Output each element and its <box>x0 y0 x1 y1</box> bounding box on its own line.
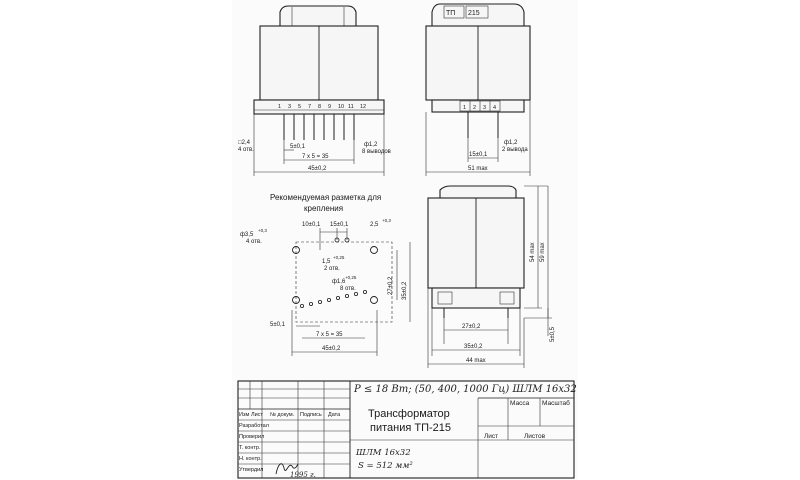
mounting-layout: Рекомендуемая разметка для крепления <box>240 193 411 356</box>
tb-col-label: Дата <box>328 412 341 418</box>
side-view: ТП 215 1 2 3 4 ф1,2 2 вывода 15±0,1 51 m… <box>425 3 531 176</box>
tb-scale: Масштаб <box>542 399 570 407</box>
dim-width: 45±0,2 <box>308 166 327 172</box>
document-subtitle: питания ТП-215 <box>370 422 451 434</box>
dim-small-hole: 1,5 <box>322 259 331 265</box>
handwritten-specs: P ≤ 18 Вт; (50, 400, 1000 Гц) ШЛМ 16x32 <box>353 384 577 395</box>
dim-pin-span: 7 x 5 = 35 <box>302 154 329 160</box>
dim-2-5-tolerance: +0,3 <box>382 218 391 223</box>
dim-small-hole-tolerance: +0,25 <box>333 255 345 260</box>
front-view: 1 3 5 7 8 9 10 11 12 □2,4 4 отв. 5±0,1 ф… <box>238 5 391 176</box>
plate-label: ТП <box>446 10 455 17</box>
dim-height-outer: 59 max <box>540 242 546 262</box>
dim-27: 27±0,2 <box>388 276 394 295</box>
dim-35: 35±0,2 <box>464 344 483 350</box>
pin-number: 9 <box>328 104 331 110</box>
dim-2-5: 2,5 <box>370 222 379 228</box>
tb-role: Н. контр. <box>239 456 262 462</box>
front-terminal-board <box>253 99 385 115</box>
front-clamp <box>279 5 357 27</box>
dim-small-hole-qty: 2 отв. <box>324 266 340 272</box>
dim-pin-step: 15±0,1 <box>469 152 488 158</box>
dim-width: 45±0,2 <box>322 346 341 352</box>
pin-number: 12 <box>360 104 366 110</box>
tb-col-label: № докум. <box>270 412 295 418</box>
front-pins <box>283 114 355 140</box>
mount-pin-holes <box>300 289 367 308</box>
end-view: 54 max 59 max 5±0,5 27±0,2 35±0,2 44 max <box>427 185 556 368</box>
pin-number: 4 <box>493 105 496 111</box>
pin-number: 8 <box>318 104 321 110</box>
dim-pin-length: 5±0,5 <box>550 326 556 342</box>
handwritten-core: ШЛМ 16x32 <box>355 448 411 458</box>
end-base <box>431 287 521 309</box>
dim-pin-span: 7 x 5 = 35 <box>316 332 343 338</box>
dim-hole-size: □2,4 <box>238 140 251 146</box>
handwritten-year: 1995 г. <box>290 471 316 479</box>
tb-col-label: Лист <box>251 412 263 418</box>
dim-27: 27±0,2 <box>462 324 481 330</box>
side-terminal-board <box>431 99 525 113</box>
dim-pin-diameter: ф1,2 <box>364 142 378 148</box>
dim-hole-qty: 4 отв. <box>238 147 254 153</box>
document-title: Трансформатор <box>368 408 450 420</box>
pin-number: 3 <box>483 105 486 111</box>
pin-number: 1 <box>463 105 466 111</box>
pin-number: 1 <box>278 104 281 110</box>
pin-number: 3 <box>288 104 291 110</box>
tb-sheet: Лист <box>484 433 498 440</box>
title-block: Изм Лист № докум. Подпись Дата Разработа… <box>237 380 577 479</box>
tb-role: Т. контр. <box>239 445 261 451</box>
dim-width: 44 max <box>466 358 486 364</box>
mount-title-line2: крепления <box>304 204 343 213</box>
plate-number: 215 <box>468 10 480 17</box>
dim-pin-count: 2 вывода <box>502 147 528 153</box>
dim-10: 10±0,1 <box>302 222 321 228</box>
pin-number: 5 <box>298 104 301 110</box>
tb-mass: Масса <box>510 400 530 407</box>
pin-number: 10 <box>338 104 344 110</box>
dim-hole-tolerance: +0,3 <box>258 228 267 233</box>
signature <box>275 463 299 475</box>
dim-pin-step: 5±0,1 <box>290 144 306 150</box>
mount-outline <box>295 241 393 323</box>
dim-width: 51 max <box>468 166 488 172</box>
mount-title: Рекомендуемая разметка для <box>270 193 381 202</box>
drawing-sheet: 1 3 5 7 8 9 10 11 12 □2,4 4 отв. 5±0,1 ф… <box>232 0 578 480</box>
tb-role: Разработал <box>239 423 269 429</box>
pin-number: 7 <box>308 104 311 110</box>
tb-col-label: Подпись <box>300 412 322 418</box>
tb-role: Утвердил <box>239 467 263 473</box>
tb-col-label: Изм <box>239 412 249 418</box>
handwritten-area: S = 512 мм² <box>358 461 413 471</box>
dim-pin-diameter: ф1,2 <box>504 140 518 146</box>
dim-height-inner: 54 max <box>530 242 536 262</box>
dim-pin-hole: ф1,6 <box>332 279 346 285</box>
dim-35: 35±0,2 <box>402 281 408 300</box>
side-clamp <box>431 3 525 27</box>
pin-number: 2 <box>473 105 476 111</box>
pin-number: 11 <box>348 104 354 110</box>
dim-hole-diameter: ф3,5 <box>240 232 254 238</box>
tb-role: Проверил <box>239 434 264 440</box>
tb-sheets: Листов <box>524 433 546 440</box>
technical-drawing: 1 3 5 7 8 9 10 11 12 □2,4 4 отв. 5±0,1 ф… <box>237 3 577 479</box>
dim-pin-hole-tolerance: +0,25 <box>345 275 357 280</box>
dim-pin-hole-qty: 8 отв. <box>340 286 356 292</box>
dim-hole-qty: 4 отв. <box>246 239 262 245</box>
dim-5: 5±0,1 <box>270 322 286 328</box>
dim-15: 15±0,1 <box>330 222 349 228</box>
dim-pin-count: 8 выводов <box>362 149 391 155</box>
